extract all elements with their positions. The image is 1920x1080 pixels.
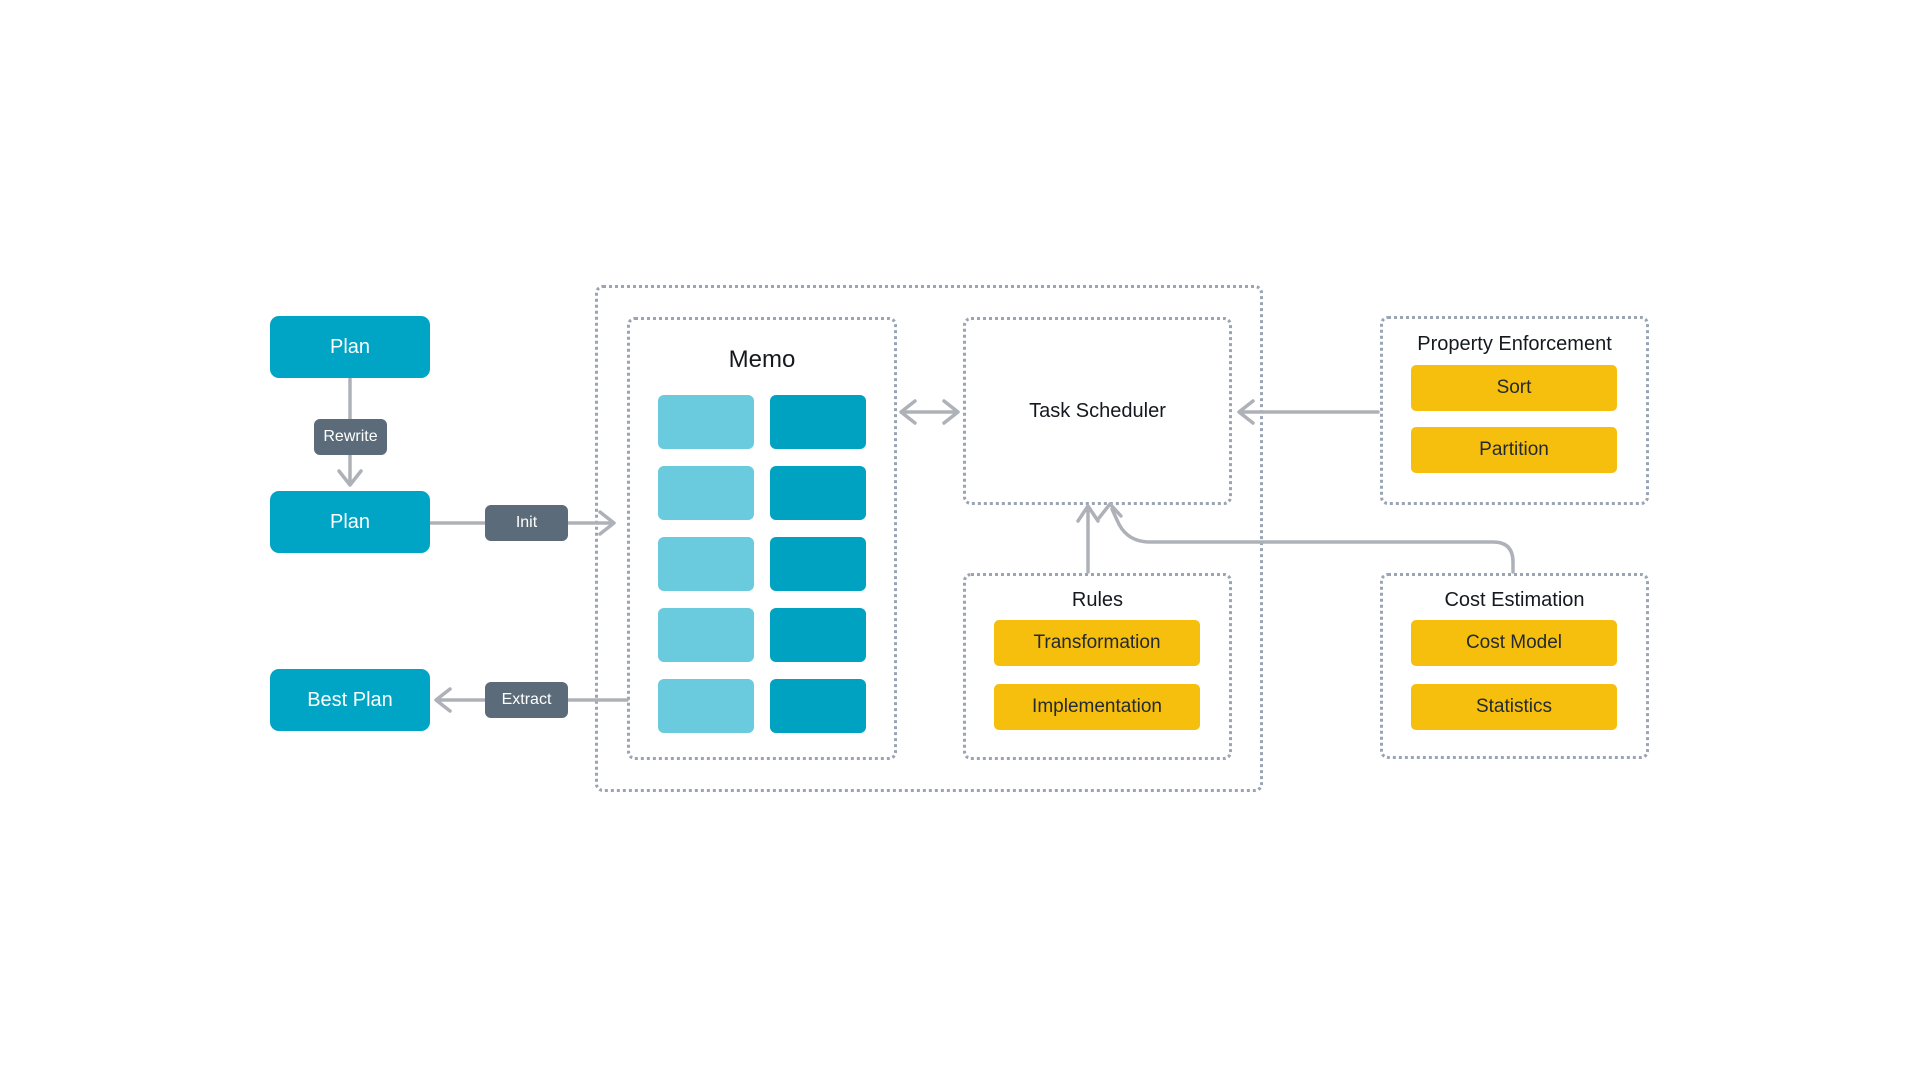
memo-group-row: [658, 679, 866, 733]
memo-group-row: [658, 537, 866, 591]
memo-group-cell-dark: [770, 537, 866, 591]
rules-item-implementation: Implementation: [994, 684, 1200, 730]
cost-estimation-title: Cost Estimation: [1444, 589, 1585, 611]
memo-group-cell-dark: [770, 395, 866, 449]
task-scheduler-title: Task Scheduler: [1029, 399, 1166, 422]
memo-title: Memo: [728, 346, 796, 373]
rules-box: Rules Transformation Implementation: [963, 573, 1232, 760]
memo-group-cell-dark: [770, 466, 866, 520]
memo-group-cell-dark: [770, 608, 866, 662]
cost-estimation-item-statistics: Statistics: [1411, 684, 1617, 730]
extract-badge: Extract: [485, 682, 568, 718]
init-badge: Init: [485, 505, 568, 541]
plan-node-mid: Plan: [270, 491, 430, 553]
cost-estimation-item-cost-model: Cost Model: [1411, 620, 1617, 666]
cost-estimation-box: Cost Estimation Cost Model Statistics: [1380, 573, 1649, 759]
memo-group-cell-light: [658, 395, 754, 449]
property-enforcement-title: Property Enforcement: [1417, 333, 1612, 355]
rules-title: Rules: [1071, 589, 1124, 611]
memo-box: Memo: [627, 317, 897, 760]
memo-group-cell-light: [658, 608, 754, 662]
plan-node-top: Plan: [270, 316, 430, 378]
best-plan-node: Best Plan: [270, 669, 430, 731]
memo-group-row: [658, 395, 866, 449]
property-enforcement-item-sort: Sort: [1411, 365, 1617, 411]
memo-groups-grid: [658, 395, 866, 733]
task-scheduler-box: Task Scheduler: [963, 317, 1232, 505]
memo-group-cell-light: [658, 679, 754, 733]
memo-group-cell-light: [658, 537, 754, 591]
memo-group-row: [658, 466, 866, 520]
property-enforcement-box: Property Enforcement Sort Partition: [1380, 316, 1649, 505]
rewrite-badge: Rewrite: [314, 419, 387, 455]
property-enforcement-item-partition: Partition: [1411, 427, 1617, 473]
memo-group-row: [658, 608, 866, 662]
memo-group-cell-light: [658, 466, 754, 520]
memo-group-cell-dark: [770, 679, 866, 733]
rules-item-transformation: Transformation: [994, 620, 1200, 666]
